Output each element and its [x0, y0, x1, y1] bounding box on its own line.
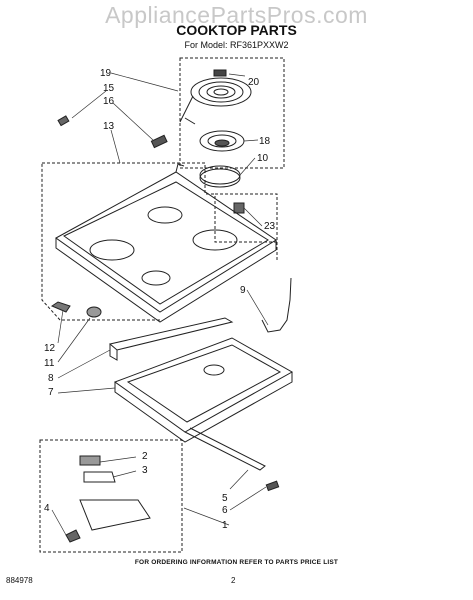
- watermark: AppliancePartsPros.com: [105, 2, 368, 28]
- cooktop-group-box: [41, 162, 278, 321]
- model-subtitle: For Model: RF361PXXW2: [184, 40, 289, 50]
- callout-10: 10: [257, 153, 269, 164]
- callout-5: 5: [222, 493, 228, 504]
- callout-9: 9: [240, 285, 246, 296]
- callout-12: 12: [44, 343, 56, 354]
- control-components: [65, 455, 151, 543]
- support-strip: [108, 317, 234, 361]
- switch-strip: [184, 427, 266, 471]
- callout-7: 7: [48, 387, 54, 398]
- callout-1: 1: [222, 520, 228, 531]
- drip-bowl: [199, 130, 245, 152]
- terminal-block: [150, 134, 168, 149]
- control-group-box: [39, 439, 183, 553]
- callout-11: 11: [44, 358, 55, 369]
- cylinder-part: [86, 306, 102, 318]
- callout-15: 15: [103, 83, 115, 94]
- page-number: 2: [231, 576, 236, 585]
- callout-6: 6: [222, 505, 228, 516]
- bracket: [50, 301, 71, 313]
- callout-20: 20: [248, 77, 260, 88]
- switch-group-box: [214, 193, 278, 243]
- callout-4: 4: [44, 503, 50, 514]
- trim-ring: [199, 165, 241, 188]
- receptacle: [233, 202, 245, 214]
- dashed-group-boxes: [39, 57, 285, 553]
- callout-18: 18: [259, 136, 271, 147]
- wire-harness: [261, 277, 292, 333]
- callout-19: 19: [100, 68, 112, 79]
- callout-2: 2: [142, 451, 148, 462]
- switch-component: [265, 480, 280, 492]
- document-number: 884978: [6, 576, 33, 585]
- leader-lines: [51, 72, 269, 536]
- main-top: [113, 337, 294, 443]
- surface-element: [179, 69, 252, 125]
- callout-labels: 19 20 15 16 13 18 10 23 9 12 11 8 7 2 3 …: [44, 68, 276, 531]
- small-clip: [57, 115, 70, 127]
- callout-8: 8: [48, 373, 54, 384]
- callout-3: 3: [142, 465, 148, 476]
- page-title: COOKTOP PARTS: [176, 22, 297, 38]
- cooktop-panel: [55, 163, 277, 323]
- callout-23: 23: [264, 221, 276, 232]
- callout-16: 16: [103, 96, 115, 107]
- callout-13: 13: [103, 121, 115, 132]
- ordering-note: FOR ORDERING INFORMATION REFER TO PARTS …: [134, 559, 339, 566]
